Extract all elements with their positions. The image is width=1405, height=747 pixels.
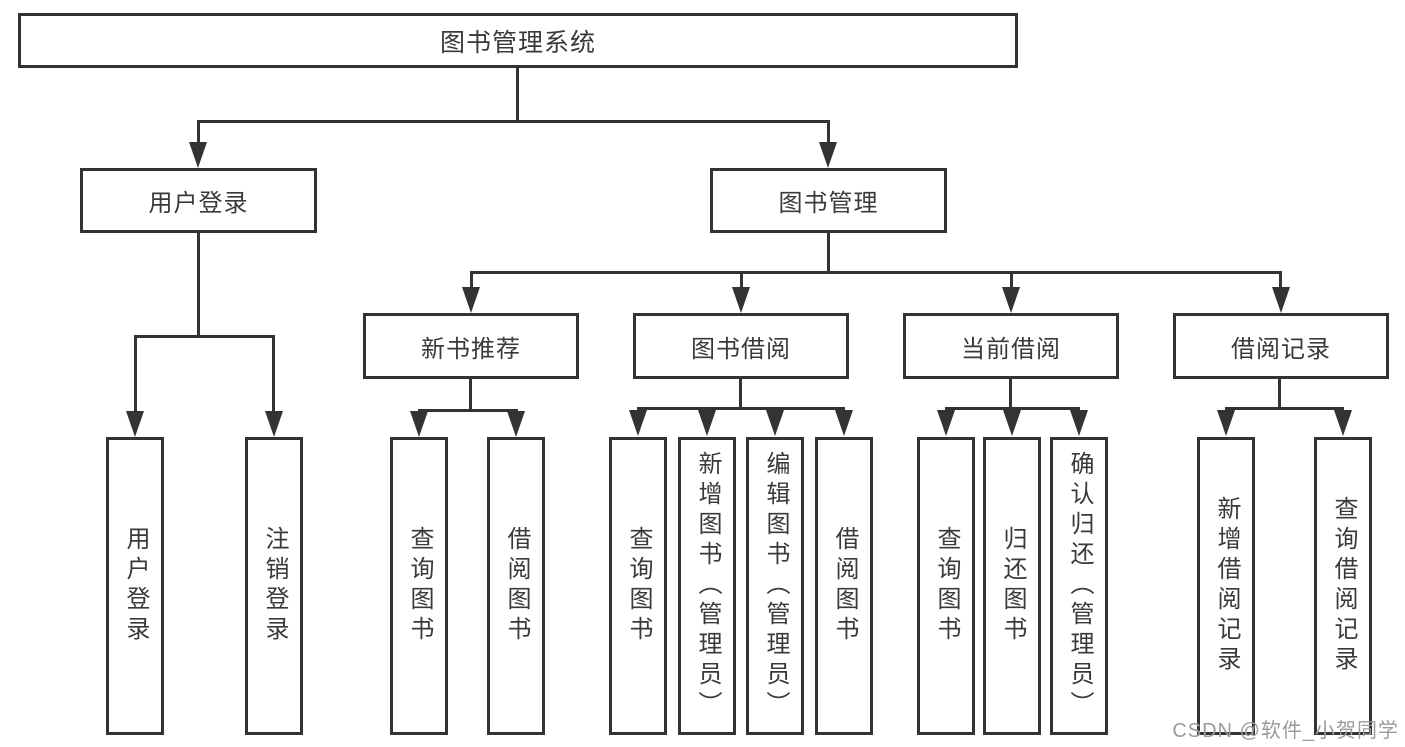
connector-book-borrow-bar — [637, 407, 845, 410]
leaf-query-borrow-record: 查询借阅记录 — [1314, 437, 1372, 735]
arrow-down-icon — [1070, 410, 1088, 436]
connector-user-login-trunk — [197, 233, 200, 335]
connector-current-borrow-trunk — [1009, 379, 1012, 409]
node-current-borrow: 当前借阅 — [903, 313, 1119, 379]
leaf-query-books-current-label: 查询图书 — [933, 526, 960, 646]
arrow-down-icon — [835, 410, 853, 436]
leaf-add-borrow-record-label: 新增借阅记录 — [1213, 496, 1240, 676]
arrow-down-icon — [732, 287, 750, 313]
node-library-system: 图书管理系统 — [18, 13, 1018, 68]
arrow-down-icon — [819, 142, 837, 168]
connector-root-bar — [197, 120, 830, 123]
arrow-down-icon — [507, 411, 525, 437]
arrow-down-icon — [1272, 287, 1290, 313]
leaf-query-books-borrow: 查询图书 — [609, 437, 667, 735]
node-borrow-records: 借阅记录 — [1173, 313, 1389, 379]
node-borrow-records-label: 借阅记录 — [1231, 335, 1331, 363]
leaf-query-books-recommend-label: 查询图书 — [406, 526, 433, 646]
connector-book-borrow-trunk — [739, 379, 742, 409]
leaf-edit-book-admin-label: 编辑图书（管理员） — [762, 451, 789, 721]
leaf-logout: 注销登录 — [245, 437, 303, 735]
node-new-book-recommend: 新书推荐 — [363, 313, 579, 379]
leaf-add-borrow-record: 新增借阅记录 — [1197, 437, 1255, 735]
arrow-down-icon — [629, 410, 647, 436]
arrow-down-icon — [766, 410, 784, 436]
arrow-down-icon — [126, 411, 144, 437]
leaf-query-books-recommend: 查询图书 — [390, 437, 448, 735]
connector-borrow-records-trunk — [1278, 379, 1281, 409]
node-book-borrow-label: 图书借阅 — [691, 335, 791, 363]
connector-new-book-bar — [418, 409, 518, 412]
connector-borrow-records-stub — [1279, 271, 1282, 289]
leaf-return-books: 归还图书 — [983, 437, 1041, 735]
node-book-borrow: 图书借阅 — [633, 313, 849, 379]
connector-book-management-trunk — [827, 233, 830, 273]
arrow-down-icon — [1217, 410, 1235, 436]
leaf-query-books-current: 查询图书 — [917, 437, 975, 735]
leaf-return-books-label: 归还图书 — [999, 526, 1026, 646]
connector-leaf-user-login-stub — [134, 335, 137, 415]
connector-leaf-logout-stub — [272, 335, 275, 415]
connector-book-management-bar — [470, 271, 1282, 274]
leaf-borrow-books-label: 借阅图书 — [831, 526, 858, 646]
connector-user-login-bar — [134, 335, 275, 338]
leaf-confirm-return-admin-label: 确认归还（管理员） — [1066, 451, 1093, 721]
arrow-down-icon — [1003, 410, 1021, 436]
connector-new-book-trunk — [469, 379, 472, 412]
arrow-down-icon — [189, 142, 207, 168]
leaf-user-login: 用户登录 — [106, 437, 164, 735]
connector-book-borrow-stub — [740, 271, 743, 289]
node-user-login: 用户登录 — [80, 168, 317, 233]
leaf-user-login-label: 用户登录 — [122, 526, 149, 646]
connector-current-borrow-bar — [945, 407, 1080, 410]
arrow-down-icon — [410, 411, 428, 437]
node-library-system-label: 图书管理系统 — [439, 28, 596, 57]
connector-user-login-stub — [197, 120, 200, 145]
leaf-query-borrow-record-label: 查询借阅记录 — [1330, 496, 1357, 676]
leaf-borrow-books-recommend: 借阅图书 — [487, 437, 545, 735]
leaf-edit-book-admin: 编辑图书（管理员） — [746, 437, 804, 735]
node-user-login-label: 用户登录 — [148, 190, 249, 217]
node-book-management: 图书管理 — [710, 168, 947, 233]
arrow-down-icon — [1002, 287, 1020, 313]
leaf-logout-label: 注销登录 — [261, 526, 288, 646]
connector-borrow-records-bar — [1225, 407, 1344, 410]
arrow-down-icon — [698, 410, 716, 436]
node-book-management-label: 图书管理 — [778, 190, 879, 217]
leaf-borrow-books: 借阅图书 — [815, 437, 873, 735]
leaf-borrow-books-recommend-label: 借阅图书 — [503, 526, 530, 646]
connector-new-book-stub — [470, 271, 473, 289]
connector-book-management-stub — [827, 120, 830, 145]
arrow-down-icon — [462, 287, 480, 313]
leaf-confirm-return-admin: 确认归还（管理员） — [1050, 437, 1108, 735]
leaf-query-books-borrow-label: 查询图书 — [625, 526, 652, 646]
node-new-book-recommend-label: 新书推荐 — [421, 335, 521, 363]
leaf-add-book-admin-label: 新增图书（管理员） — [694, 451, 721, 721]
arrow-down-icon — [937, 410, 955, 436]
arrow-down-icon — [265, 411, 283, 437]
node-current-borrow-label: 当前借阅 — [961, 335, 1061, 363]
csdn-watermark: CSDN @软件_小贺同学 — [1172, 720, 1399, 742]
connector-root-trunk — [516, 68, 519, 120]
connector-current-borrow-stub — [1010, 271, 1013, 289]
leaf-add-book-admin: 新增图书（管理员） — [678, 437, 736, 735]
arrow-down-icon — [1334, 410, 1352, 436]
